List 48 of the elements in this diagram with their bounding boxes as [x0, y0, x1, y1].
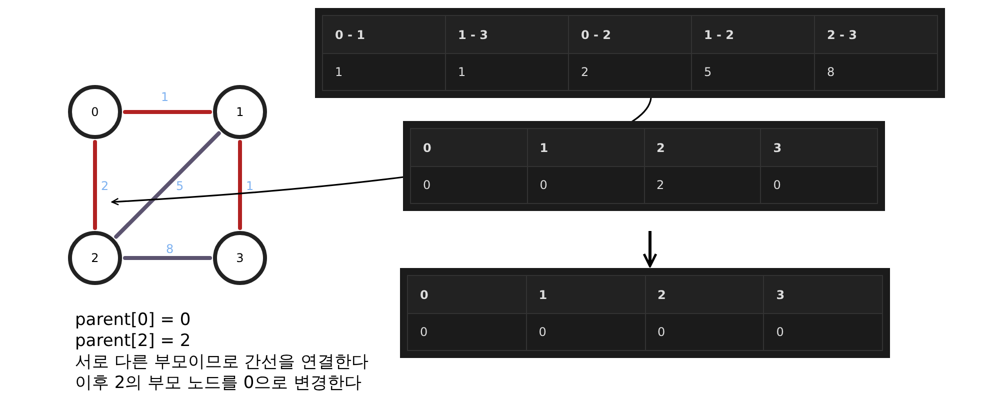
column-header: 0 — [408, 276, 526, 314]
edge-label: 1 — [246, 180, 254, 192]
table-value: 2 — [644, 166, 761, 204]
data-table — [403, 121, 885, 211]
note-text: parent[2] = 2 — [75, 331, 191, 352]
table-value: 8 — [814, 54, 938, 90]
table-value: 5 — [692, 54, 814, 90]
column-header: 0 - 1 — [322, 16, 446, 54]
node-circle: 1 — [213, 85, 267, 139]
column-header: 2 — [644, 128, 761, 166]
column-header: 1 - 3 — [446, 16, 568, 54]
edge-line — [123, 256, 212, 260]
table-value: 0 — [760, 166, 878, 204]
column-header: 3 — [764, 276, 882, 314]
note-text: 서로 다른 부모이므로 간선을 연결한다 — [75, 352, 369, 373]
table-value: 1 — [322, 54, 446, 90]
column-header: 1 — [527, 128, 644, 166]
edge-label: 5 — [176, 180, 184, 192]
node-circle: 0 — [68, 85, 122, 139]
arrow — [642, 231, 658, 268]
node-circle: 3 — [213, 231, 267, 285]
table-value: 0 — [527, 166, 644, 204]
edge-label: 2 — [101, 180, 109, 192]
edge-label: 8 — [166, 243, 174, 255]
note-text: 이후 2의 부모 노드를 0으로 변경한다 — [75, 373, 362, 394]
table-value: 1 — [446, 54, 568, 90]
table-value: 0 — [764, 314, 882, 350]
column-header: 2 — [645, 276, 764, 314]
data-table — [400, 268, 890, 358]
column-header: 3 — [760, 128, 878, 166]
table-value: 0 — [645, 314, 764, 350]
column-header: 0 - 2 — [568, 16, 692, 54]
table-value: 0 — [408, 314, 526, 350]
column-header: 1 - 2 — [692, 16, 814, 54]
table-value: 2 — [568, 54, 692, 90]
node-circle: 2 — [68, 231, 122, 285]
edge-line — [93, 140, 97, 230]
column-header: 2 - 3 — [814, 16, 938, 54]
table-value: 0 — [526, 314, 645, 350]
edge-line — [123, 110, 212, 114]
table-value: 0 — [410, 166, 528, 204]
note-text: parent[0] = 0 — [75, 310, 191, 331]
edge-label: 1 — [161, 91, 169, 103]
edge-line — [114, 131, 221, 239]
column-header: 0 — [410, 128, 528, 166]
edge-line — [238, 140, 242, 230]
data-table — [315, 8, 945, 98]
column-header: 1 — [526, 276, 645, 314]
